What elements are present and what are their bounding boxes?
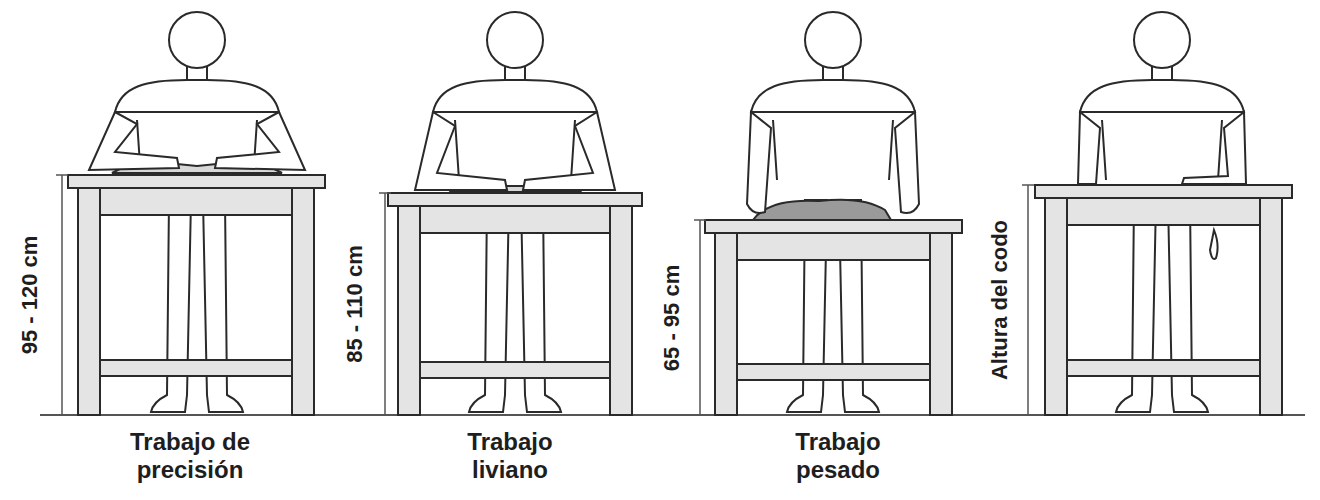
caption: Trabajo de precisión	[115, 428, 265, 484]
caption: Trabajo pesado	[763, 428, 913, 484]
figure-elbow-height	[1022, 12, 1292, 415]
figure-precision	[56, 12, 325, 415]
dimension-label: 95 - 120 cm	[18, 233, 42, 358]
dimension-label: Altura del codo	[988, 217, 1012, 383]
dimension-label: 85 - 110 cm	[343, 242, 367, 365]
figure-light	[379, 12, 642, 415]
figure-heavy	[694, 12, 962, 415]
dimension-label: 65 - 95 cm	[660, 262, 684, 374]
caption: Trabajo liviano	[435, 428, 585, 484]
